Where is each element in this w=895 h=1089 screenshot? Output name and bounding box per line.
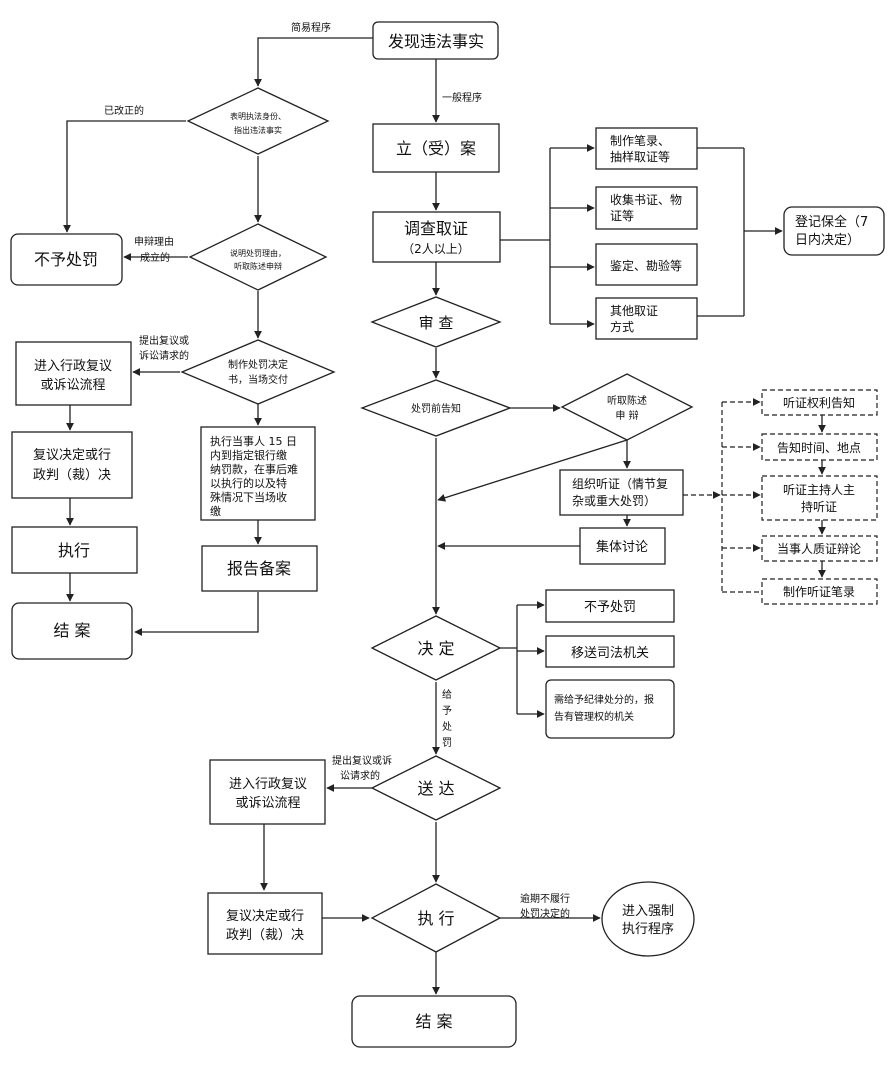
svg-text:发现违法事实: 发现违法事实	[388, 32, 484, 51]
svg-text:告知时间、地点: 告知时间、地点	[777, 441, 861, 455]
svg-text:表明执法身份、指出违法事实: 表明执法身份、指出违法事实	[230, 111, 286, 135]
node-discover: 发现违法事实	[372, 21, 499, 60]
label-appeal-bottom: 提出复议或诉讼请求的	[332, 754, 392, 782]
node-group-discussion: 集体讨论	[579, 527, 666, 565]
svg-text:制作处罚决定书，当场交付: 制作处罚决定书，当场交付	[228, 358, 288, 386]
node-no-penalty-left: 不予处罚	[10, 233, 123, 286]
node-organize-hearing: 组织听证（情节复杂或重大处罚）	[559, 469, 684, 516]
svg-text:移送司法机关: 移送司法机关	[571, 646, 649, 661]
node-close-bottom: 结 案	[351, 995, 517, 1048]
svg-text:报告备案: 报告备案	[227, 559, 291, 578]
node-hear-statement: 听取陈述申 辩	[560, 373, 694, 441]
node-cross-exam: 当事人质证辩论	[761, 535, 878, 562]
node-serve: 送 达	[370, 755, 502, 821]
node-show-id: 表明执法身份、指出违法事实	[186, 87, 330, 155]
connectors	[63, 37, 826, 995]
svg-text:收集书证、物证等: 收集书证、物证等	[610, 192, 682, 223]
node-other-evidence: 其他取证方式	[595, 297, 698, 340]
svg-text:复议决定或行政判（裁）决: 复议决定或行政判（裁）决	[33, 448, 111, 483]
svg-text:决 定: 决 定	[417, 639, 454, 658]
svg-text:立（受）案: 立（受）案	[396, 139, 476, 158]
node-report-file: 报告备案	[201, 545, 318, 592]
node-close-left: 结 案	[11, 602, 133, 660]
svg-text:听取陈述申 辩: 听取陈述申 辩	[607, 394, 647, 422]
svg-text:不予处罚: 不予处罚	[34, 250, 98, 269]
svg-text:进入强制执行程序: 进入强制执行程序	[622, 904, 674, 937]
node-make-record: 制作笔录、抽样取证等	[595, 127, 698, 170]
svg-text:制作听证笔录: 制作听证笔录	[783, 584, 855, 599]
svg-text:说明处罚理由，听取陈述申辩: 说明处罚理由，听取陈述申辩	[230, 248, 286, 271]
node-explain: 说明处罚理由，听取陈述申辩	[188, 223, 328, 291]
label-appeal-left: 提出复议或诉讼请求的	[139, 334, 189, 362]
svg-text:执行当事人 15 日 内到指定银行缴: 执行当事人 15 日 内到指定银行缴 纳罚款，在事后难 以执行的以及特 殊情况下…	[210, 434, 302, 518]
svg-text:进入行政复议或诉讼流程: 进入行政复议或诉讼流程	[34, 359, 112, 393]
svg-text:鉴定、勘验等: 鉴定、勘验等	[610, 258, 682, 273]
node-make-decision-book: 制作处罚决定书，当场交付	[180, 339, 336, 405]
node-collect-docs: 收集书证、物证等	[595, 186, 698, 230]
svg-text:调查取证: 调查取证	[404, 219, 468, 238]
node-hearing-rights: 听证权利告知	[761, 389, 878, 416]
svg-text:复议决定或行政判（裁）决: 复议决定或行政判（裁）决	[226, 909, 304, 943]
node-admin-review-bottom: 进入行政复议或诉讼流程	[209, 759, 326, 825]
svg-text:（2人以上）: （2人以上）	[402, 242, 470, 256]
node-enforcement: 进入强制执行程序	[601, 881, 695, 957]
node-hearing-host: 听证主持人主持听证	[761, 475, 878, 521]
node-decide: 决 定	[370, 615, 502, 681]
node-execute-bottom: 执 行	[370, 883, 502, 953]
svg-text:其他取证方式: 其他取证方式	[610, 304, 658, 334]
label-general-procedure: 一般程序	[442, 91, 482, 104]
node-review-decision-left: 复议决定或行政判（裁）决	[11, 431, 133, 499]
svg-text:执 行: 执 行	[417, 909, 454, 928]
node-review-decision-bottom: 复议决定或行政判（裁）决	[207, 892, 323, 955]
svg-text:处罚前告知: 处罚前告知	[411, 402, 461, 415]
label-defense-valid: 申辩理由成立的	[134, 235, 174, 264]
edge-labels: 简易程序 一般程序 已改正的 申辩理由成立的 提出复议或诉讼请求的 给予处罚 提…	[104, 21, 570, 920]
svg-text:集体讨论: 集体讨论	[596, 539, 648, 555]
label-corrected: 已改正的	[104, 104, 144, 117]
svg-text:制作笔录、抽样取证等: 制作笔录、抽样取证等	[610, 133, 670, 164]
node-discipline: 需给予纪律处分的，报告有管理权的机关	[545, 679, 675, 739]
svg-text:执行: 执行	[58, 541, 90, 560]
node-appraisal: 鉴定、勘验等	[595, 243, 698, 286]
svg-text:当事人质证辩论: 当事人质证辩论	[777, 542, 861, 556]
node-hearing-record: 制作听证笔录	[761, 578, 878, 605]
svg-text:组织听证（情节复杂或重大处罚）: 组织听证（情节复杂或重大处罚）	[572, 477, 668, 508]
svg-text:进入行政复议或诉讼流程: 进入行政复议或诉讼流程	[229, 777, 307, 811]
svg-text:审 查: 审 查	[419, 314, 454, 332]
label-overdue: 逾期不履行处罚决定的	[520, 892, 570, 920]
node-file-case: 立（受）案	[372, 123, 500, 173]
node-transfer-judicial: 移送司法机关	[545, 635, 675, 668]
svg-text:不予处罚: 不予处罚	[584, 600, 636, 615]
svg-text:结 案: 结 案	[415, 1012, 452, 1031]
svg-text:送 达: 送 达	[417, 779, 454, 798]
node-admin-review-left: 进入行政复议或诉讼流程	[15, 341, 132, 406]
node-notify-time: 告知时间、地点	[761, 433, 878, 461]
label-simple-procedure: 简易程序	[291, 21, 331, 34]
node-execute-left: 执行	[11, 526, 138, 574]
node-pay-fine: 执行当事人 15 日 内到指定银行缴 纳罚款，在事后难 以执行的以及特 殊情况下…	[200, 426, 316, 521]
node-investigate: 调查取证 （2人以上）	[372, 211, 501, 263]
node-pre-notice: 处罚前告知	[360, 379, 512, 437]
svg-text:需给予纪律处分的，报告有管理权的机关: 需给予纪律处分的，报告有管理权的机关	[554, 693, 654, 723]
svg-text:结 案: 结 案	[53, 621, 90, 640]
svg-text:听证主持人主持听证: 听证主持人主持听证	[783, 482, 855, 514]
node-review: 审 查	[370, 296, 502, 348]
node-no-penalty-right: 不予处罚	[545, 589, 675, 623]
svg-text:听证权利告知: 听证权利告知	[783, 396, 855, 410]
label-give-penalty: 给予处罚	[442, 688, 452, 749]
